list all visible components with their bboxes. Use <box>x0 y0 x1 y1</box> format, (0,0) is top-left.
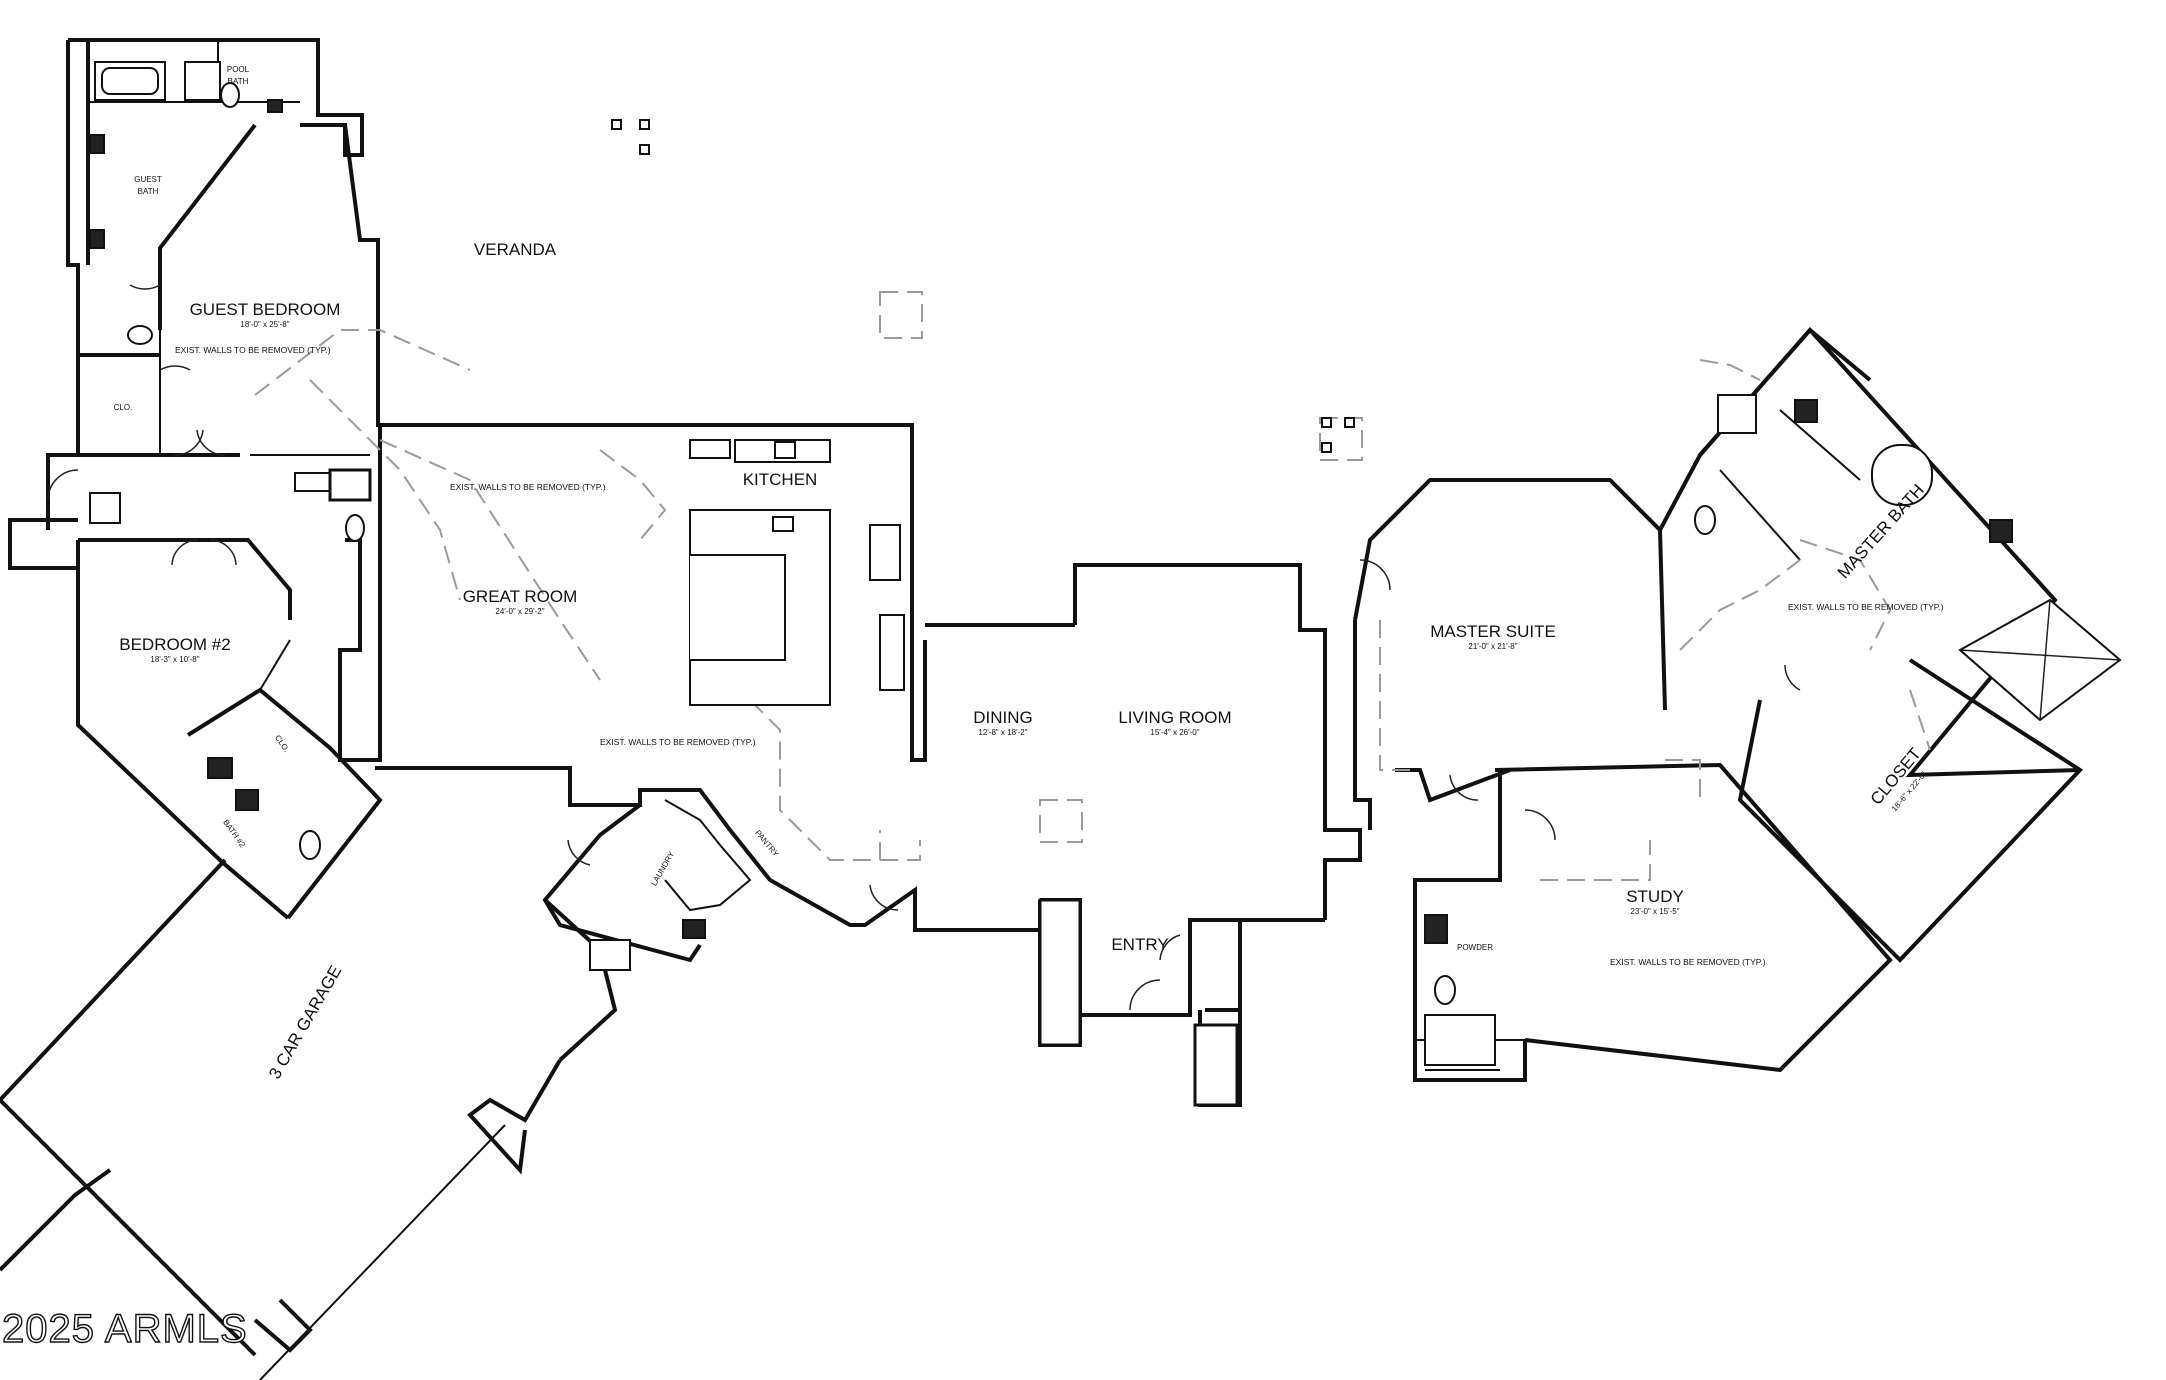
kitchen-label: KITCHEN <box>743 470 818 489</box>
shower-icon <box>184 61 221 101</box>
exterior-walls <box>0 38 2084 1380</box>
walls-removed-note: EXIST. WALLS TO BE REMOVED (TYP.) <box>450 482 606 492</box>
great-room-label: GREAT ROOM <box>463 587 578 606</box>
bedroom-2-label: BEDROOM #2 <box>119 635 230 654</box>
master-suite-dimensions: 21'-0" x 21'-8" <box>1468 642 1517 651</box>
powder-label: POWDER <box>1457 943 1493 952</box>
pool-bath-label-2: BATH <box>228 77 249 86</box>
dining-dimensions: 12'-8" x 18'-2" <box>978 728 1027 737</box>
bedroom-2-closet-label: CLO. <box>273 733 291 753</box>
dining-label: DINING <box>973 708 1033 727</box>
watermark: 2025 ARMLS <box>2 1307 248 1351</box>
study-label: STUDY <box>1626 887 1684 906</box>
living-room-label: LIVING ROOM <box>1118 708 1231 727</box>
guest-bedroom-dimensions: 18'-0" x 25'-8" <box>240 320 289 329</box>
living-room-dimensions: 15'-4" x 26'-0" <box>1150 728 1199 737</box>
guest-bath-label-1: GUEST <box>134 175 162 184</box>
fixtures <box>89 61 2122 1107</box>
guest-bedroom-label: GUEST BEDROOM <box>190 300 341 319</box>
pool-bath-label-1: POOL <box>227 65 250 74</box>
guest-bath-label-2: BATH <box>138 187 159 196</box>
great-room-dimensions: 24'-0" x 29'-2" <box>495 607 544 616</box>
walls-to-be-removed <box>254 291 1931 881</box>
toilet-icon <box>220 82 240 108</box>
sink-icon <box>267 99 283 113</box>
bathtub-icon <box>1871 444 1933 506</box>
entry-label: ENTRY <box>1111 935 1168 954</box>
toilet-icon <box>127 325 153 345</box>
garage-label: 3 CAR GARAGE <box>265 962 345 1082</box>
pantry-label: PANTRY <box>753 828 781 859</box>
guest-closet-label: CLO. <box>114 403 133 412</box>
walls-removed-note: EXIST. WALLS TO BE REMOVED (TYP.) <box>175 345 331 355</box>
bedroom-2-dimensions: 18'-3" x 10'-8" <box>150 655 199 664</box>
veranda-label: VERANDA <box>474 240 557 259</box>
study-dimensions: 23'-0" x 15'-5" <box>1630 907 1679 916</box>
walls-removed-note: EXIST. WALLS TO BE REMOVED (TYP.) <box>1610 957 1766 967</box>
bath-2-label: BATH #2 <box>221 818 247 850</box>
laundry-label: LAUNDRY <box>649 849 676 887</box>
master-suite-label: MASTER SUITE <box>1430 622 1556 641</box>
doors <box>47 284 1801 1011</box>
walls-removed-note: EXIST. WALLS TO BE REMOVED (TYP.) <box>1788 602 1944 612</box>
walls-removed-note: EXIST. WALLS TO BE REMOVED (TYP.) <box>600 737 756 747</box>
